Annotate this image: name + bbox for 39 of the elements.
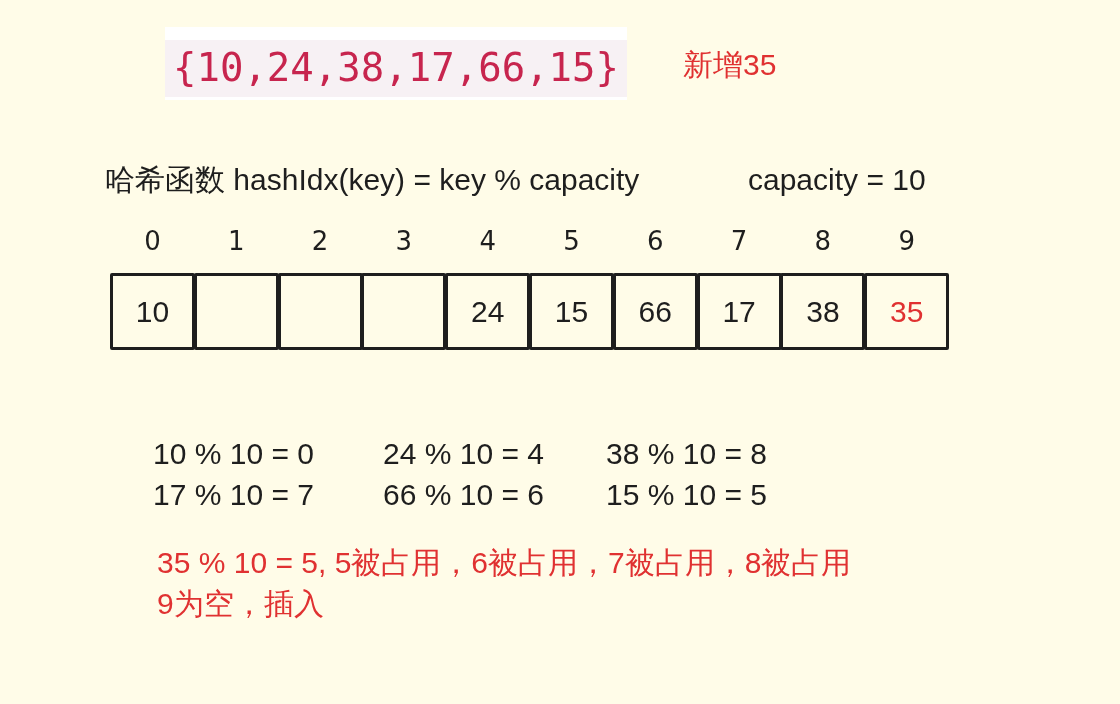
index-label: 0 <box>143 226 162 258</box>
array-cell <box>780 273 866 350</box>
cell-value: 38 <box>806 293 840 330</box>
equation-text: 17 % 10 = 7 <box>153 477 314 513</box>
cell-value: 10 <box>135 293 170 330</box>
index-label: 5 <box>562 226 581 258</box>
note-text: 35 % 10 = 5, 5被占用，6被占用，7被占用，8被占用 <box>157 545 852 581</box>
index-label: 9 <box>897 226 916 258</box>
equation-text: 24 % 10 = 4 <box>383 436 544 472</box>
note-text: 9为空，插入 <box>157 586 324 622</box>
array-cell <box>193 273 279 350</box>
array-cell <box>110 273 195 350</box>
index-label: 1 <box>227 226 246 258</box>
index-label: 3 <box>394 226 414 258</box>
array-cell <box>696 273 782 350</box>
index-label: 6 <box>646 226 665 258</box>
hash-function-text: 哈希函数 hashIdx(key) = key % capacity <box>105 162 640 198</box>
equation-text: 38 % 10 = 8 <box>606 436 767 472</box>
index-label: 4 <box>478 226 497 258</box>
cell-value: 24 <box>471 293 505 330</box>
cell-value: 35 <box>890 293 924 330</box>
cell-value: 66 <box>638 293 672 330</box>
equation-text: 66 % 10 = 6 <box>383 477 544 513</box>
cell-value: 17 <box>722 293 756 330</box>
cell-value: 15 <box>554 293 589 330</box>
capacity-text: capacity = 10 <box>748 162 926 198</box>
array-cell <box>529 273 614 350</box>
equation-text: 10 % 10 = 0 <box>153 436 314 472</box>
index-label: 7 <box>729 226 749 258</box>
array-cell <box>445 273 531 350</box>
array-cell <box>864 273 950 350</box>
array-cell <box>361 273 447 350</box>
equation-text: 15 % 10 = 5 <box>606 477 767 513</box>
code-text: {10,24,38,17,66,15} <box>172 45 620 92</box>
array-cell <box>612 273 698 350</box>
annotation-text: 新增35 <box>683 47 777 83</box>
index-label: 8 <box>813 226 833 258</box>
index-label: 2 <box>310 226 330 258</box>
array-cell <box>277 273 363 350</box>
